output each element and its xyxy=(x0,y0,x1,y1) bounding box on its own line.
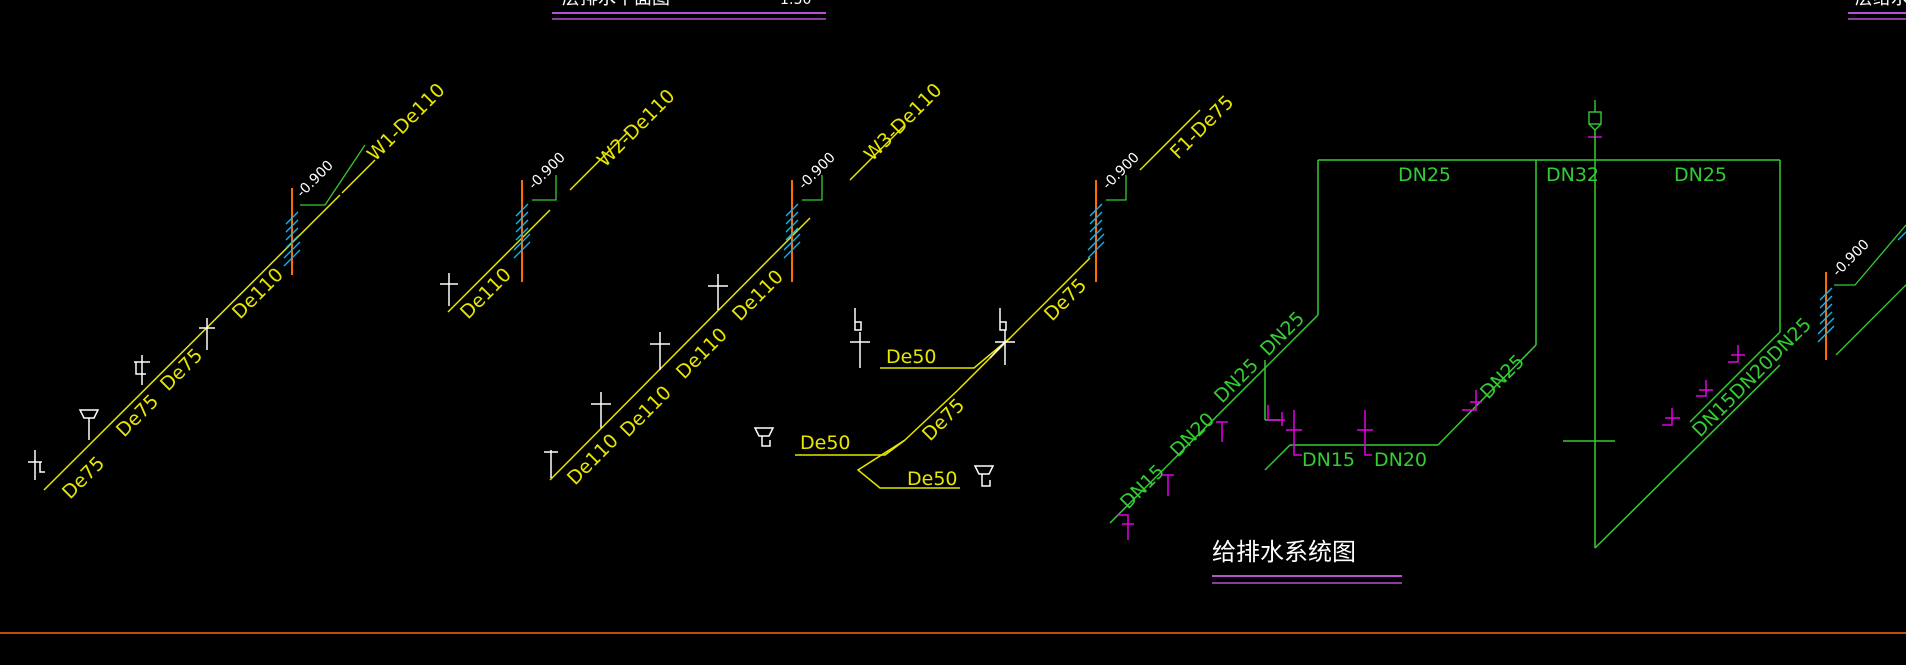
w3-cleanout-icon xyxy=(544,274,728,478)
w1-cleanout-icon xyxy=(134,318,215,385)
w1-trap-icon xyxy=(28,450,45,480)
f1-trap-icon xyxy=(850,308,1015,368)
f1-seg-de50-bottom: De50 xyxy=(907,468,958,490)
supply-bottom-2: DN20 xyxy=(1374,449,1427,471)
w1-floor-drain-icon xyxy=(78,409,100,440)
top-left-scale: 1:50 xyxy=(780,0,811,8)
top-left-title: 层排水平面图 xyxy=(562,0,670,9)
system-title-block: 给排水系统图 xyxy=(1212,538,1402,584)
system-title: 给排水系统图 xyxy=(1212,538,1356,566)
f1-seg-de50-top: De50 xyxy=(886,346,937,368)
top-right-title-block: 层给水 xyxy=(1848,0,1906,20)
w2-cleanout-icon xyxy=(440,273,458,306)
supply-bottom-1: DN15 xyxy=(1302,449,1355,471)
top-left-title-block: 层排水平面图 1:50 xyxy=(552,0,826,20)
supply-main-left: DN25 xyxy=(1398,164,1451,186)
top-right-title: 层给水 xyxy=(1855,0,1906,9)
supply-main-center: DN32 xyxy=(1546,164,1599,186)
supply-main-right: DN25 xyxy=(1674,164,1727,186)
faucet-icons xyxy=(1118,345,1745,540)
f1-floor-drain-icon xyxy=(753,427,995,487)
f1-seg-de50-left: De50 xyxy=(800,432,851,454)
